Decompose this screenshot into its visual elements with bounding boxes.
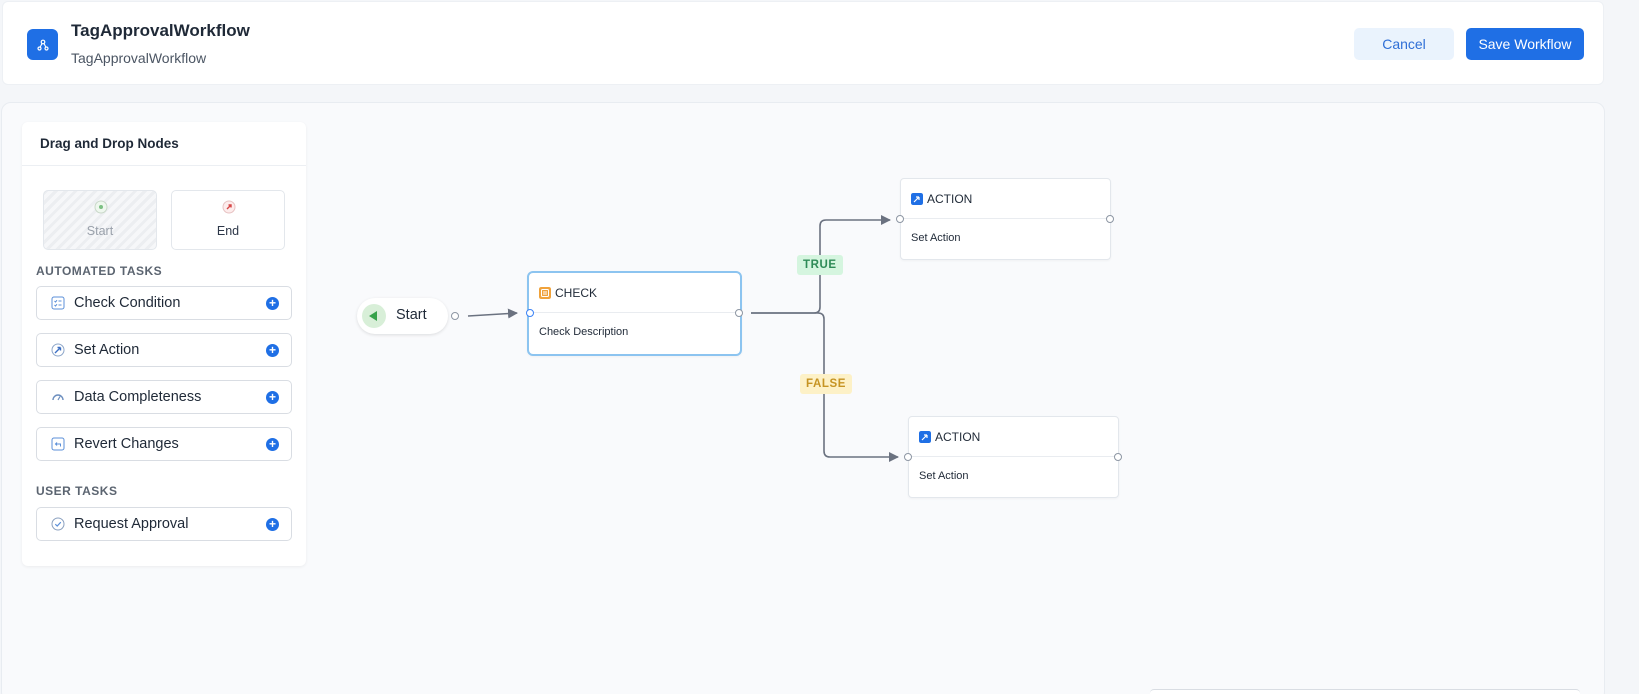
action-false-output-handle[interactable] <box>1114 453 1122 461</box>
check-node-description: Check Description <box>539 326 629 338</box>
check-node-icon <box>539 286 551 299</box>
play-icon <box>362 304 386 328</box>
action-node-description: Set Action <box>919 470 969 482</box>
flow-action-node-false[interactable]: ACTION Set Action <box>908 416 1119 498</box>
end-marker-icon <box>222 200 236 214</box>
add-plus-icon[interactable]: + <box>266 518 279 531</box>
edge-start-to-check <box>467 308 518 319</box>
action-true-output-handle[interactable] <box>1106 215 1114 223</box>
add-plus-icon[interactable]: + <box>266 438 279 451</box>
start-node-label: Start <box>396 307 427 323</box>
start-dot-icon <box>94 200 108 214</box>
edge-label-true: TRUE <box>797 255 843 275</box>
node-palette: Drag and Drop Nodes Start End AUTOMATED … <box>22 122 306 566</box>
rocket-icon <box>51 343 65 357</box>
save-workflow-button[interactable]: Save Workflow <box>1466 28 1584 60</box>
task-check-condition[interactable]: Check Condition + <box>36 286 292 320</box>
action-true-input-handle[interactable] <box>896 215 904 223</box>
action-node-type: ACTION <box>927 191 973 206</box>
task-label: Revert Changes <box>74 436 179 452</box>
task-label: Data Completeness <box>74 389 202 405</box>
task-revert-changes[interactable]: Revert Changes + <box>36 427 292 461</box>
check-output-handle[interactable] <box>735 309 743 317</box>
flow-start-node[interactable]: Start <box>357 298 448 334</box>
action-node-icon <box>919 430 931 443</box>
task-label: Check Condition <box>74 295 181 311</box>
workflow-icon <box>27 29 58 60</box>
page-title: TagApprovalWorkflow <box>71 21 250 40</box>
task-set-action[interactable]: Set Action + <box>36 333 292 367</box>
add-plus-icon[interactable]: + <box>266 391 279 404</box>
action-node-description: Set Action <box>911 232 961 244</box>
palette-heading: Drag and Drop Nodes <box>22 122 306 166</box>
section-user-tasks: USER TASKS <box>36 484 118 498</box>
task-data-completeness[interactable]: Data Completeness + <box>36 380 292 414</box>
action-node-type: ACTION <box>935 429 981 444</box>
check-node-header: CHECK <box>529 273 740 313</box>
cancel-button[interactable]: Cancel <box>1354 28 1454 60</box>
task-label: Request Approval <box>74 516 189 532</box>
check-input-handle[interactable] <box>526 309 534 317</box>
flow-check-node[interactable]: CHECK Check Description <box>527 271 742 356</box>
workflow-header: TagApprovalWorkflow TagApprovalWorkflow … <box>2 1 1604 85</box>
add-plus-icon[interactable]: + <box>266 344 279 357</box>
palette-node-start-label: Start <box>86 224 114 238</box>
checklist-icon <box>51 296 65 310</box>
action-node-header: ACTION <box>901 179 1110 219</box>
check-node-type: CHECK <box>555 285 598 300</box>
check-circle-icon <box>51 517 65 531</box>
edge-label-false: FALSE <box>800 374 853 394</box>
add-plus-icon[interactable]: + <box>266 297 279 310</box>
flow-action-node-true[interactable]: ACTION Set Action <box>900 178 1111 260</box>
task-label: Set Action <box>74 342 140 358</box>
action-false-input-handle[interactable] <box>904 453 912 461</box>
revert-icon <box>51 437 65 451</box>
action-node-header: ACTION <box>909 417 1118 457</box>
section-automated-tasks: AUTOMATED TASKS <box>36 264 163 278</box>
palette-node-end[interactable]: End <box>171 190 285 250</box>
page-subtitle: TagApprovalWorkflow <box>71 50 207 66</box>
palette-node-start[interactable]: Start <box>43 190 157 250</box>
start-output-handle[interactable] <box>451 312 459 320</box>
gauge-icon <box>52 394 64 401</box>
minimap-panel[interactable] <box>1150 689 1580 694</box>
palette-node-end-label: End <box>216 224 240 238</box>
task-request-approval[interactable]: Request Approval + <box>36 507 292 541</box>
action-node-icon <box>911 192 923 205</box>
